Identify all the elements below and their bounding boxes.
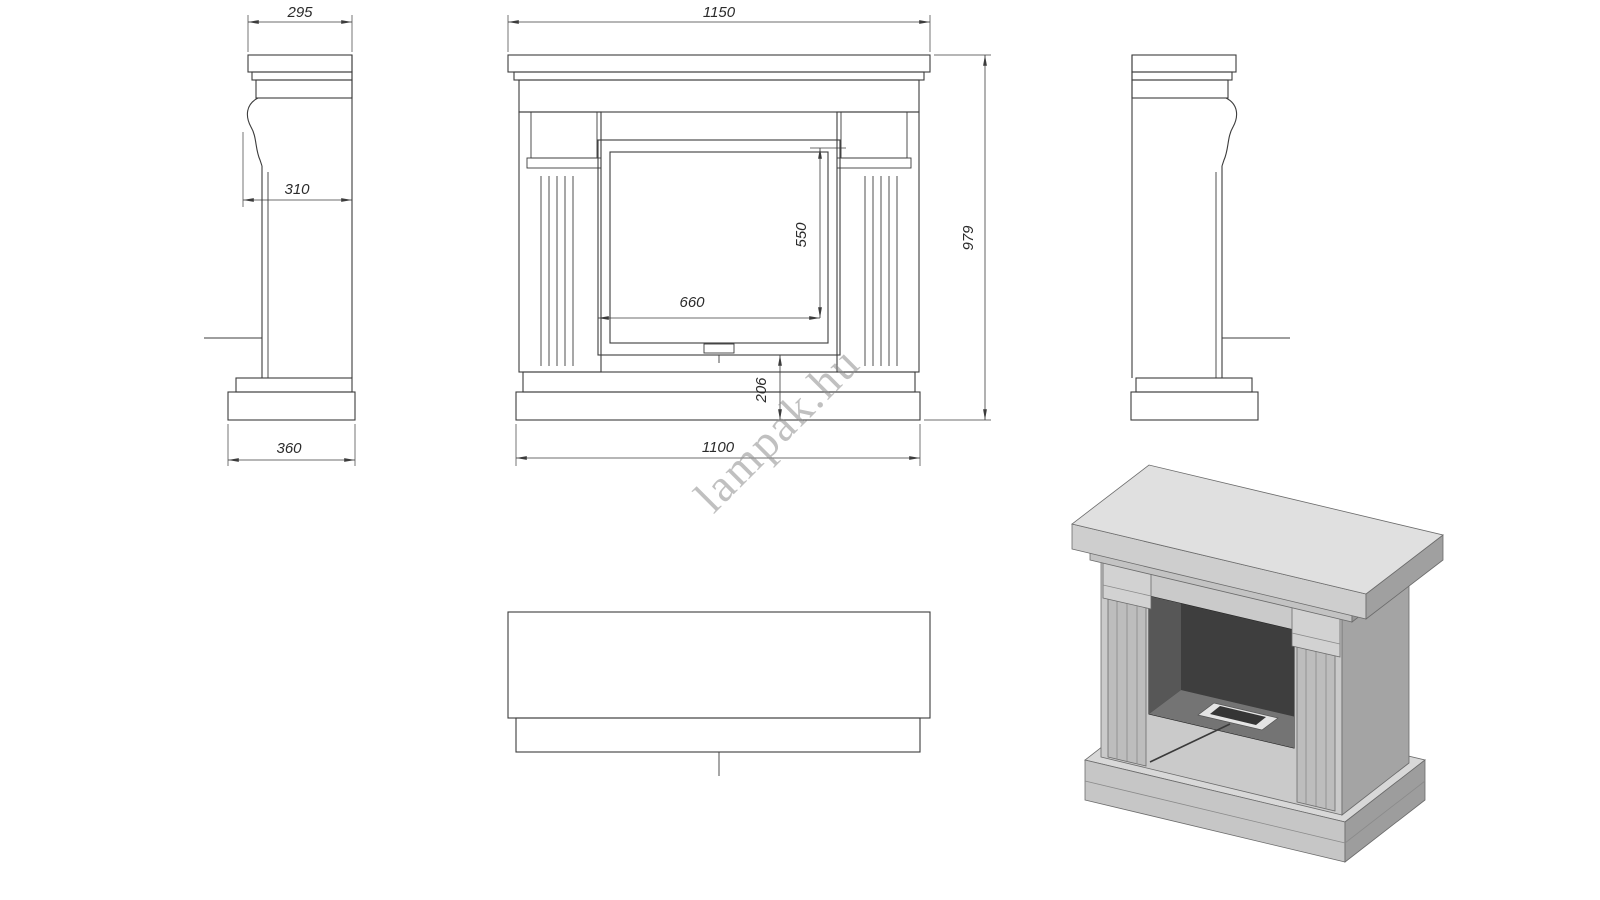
dim-total-height: 979 bbox=[924, 54, 991, 421]
dim-base-depth: 360 bbox=[227, 424, 356, 466]
front-base bbox=[515, 371, 921, 421]
dim-shelf-depth-label: 295 bbox=[286, 4, 313, 21]
iso-burner-lever bbox=[1149, 723, 1231, 763]
side-view-left: 295 310 360 bbox=[204, 4, 356, 466]
dim-opening-width-label: 660 bbox=[679, 294, 705, 311]
corbel-profile bbox=[1221, 97, 1238, 167]
dim-base-depth-label: 360 bbox=[276, 440, 302, 457]
watermark: lampak.hu bbox=[684, 336, 869, 521]
top-view bbox=[507, 611, 931, 776]
iso-burner-slot bbox=[1210, 706, 1266, 725]
dim-base-width: 1100 bbox=[515, 424, 921, 466]
dim-shelf-width-label: 1150 bbox=[703, 4, 736, 21]
corbel-profile bbox=[246, 97, 263, 167]
base-plan bbox=[515, 717, 921, 753]
dim-opening-height-label: 550 bbox=[793, 222, 810, 248]
dim-hearth-height-label: 206 bbox=[753, 377, 770, 404]
iso-shelf-top bbox=[1071, 464, 1444, 595]
shelf-plan bbox=[507, 611, 931, 719]
dim-base-width-label: 1100 bbox=[702, 439, 735, 456]
side-left-outline bbox=[204, 54, 356, 421]
iso-base-side bbox=[1344, 759, 1426, 863]
mantel-shelf bbox=[507, 54, 931, 73]
isometric-view bbox=[1071, 464, 1444, 863]
firebox bbox=[597, 139, 841, 363]
dim-hearth-height: 206 bbox=[753, 355, 782, 420]
dim-column-depth: 310 bbox=[242, 132, 352, 207]
left-leg-flutes bbox=[540, 176, 574, 366]
left-capital bbox=[530, 111, 598, 159]
side-view-right bbox=[1130, 54, 1290, 421]
dim-column-depth-label: 310 bbox=[284, 181, 310, 198]
dim-shelf-width: 1150 bbox=[507, 4, 931, 52]
right-leg-flutes bbox=[864, 176, 898, 366]
burner-slot bbox=[703, 343, 735, 354]
front-view: 1150 550 660 206 979 1100 bbox=[507, 4, 991, 466]
frieze bbox=[518, 79, 920, 113]
dim-shelf-depth: 295 bbox=[247, 4, 353, 52]
dim-total-height-label: 979 bbox=[960, 225, 977, 251]
dim-opening-width: 660 bbox=[598, 294, 820, 320]
front-outline bbox=[507, 54, 931, 373]
right-capital bbox=[840, 111, 908, 159]
firebox-inner-frame bbox=[609, 151, 829, 344]
dim-opening-height: 550 bbox=[793, 147, 846, 318]
